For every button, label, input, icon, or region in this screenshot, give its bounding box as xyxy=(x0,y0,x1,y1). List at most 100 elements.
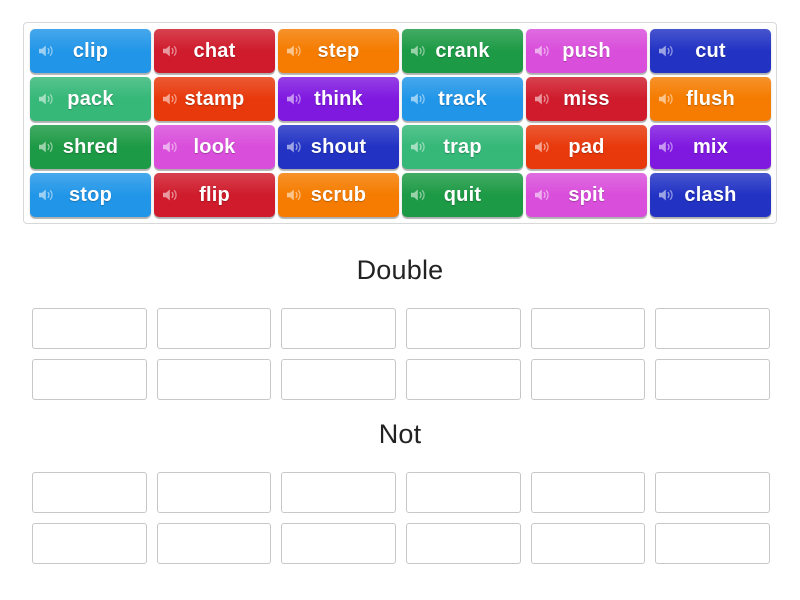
word-tile-label: crank xyxy=(435,40,490,62)
speaker-icon[interactable] xyxy=(534,140,551,155)
group-title-double: Double xyxy=(356,255,444,285)
word-tile[interactable]: pad xyxy=(526,125,647,169)
word-tile[interactable]: pack xyxy=(30,77,151,121)
drop-slot[interactable] xyxy=(530,523,646,564)
drop-slot[interactable] xyxy=(405,308,521,349)
drop-slot-grid-not xyxy=(0,472,800,564)
word-tile[interactable]: miss xyxy=(526,77,647,121)
word-tile-label: trap xyxy=(443,136,482,158)
word-tile[interactable]: stop xyxy=(30,173,151,217)
drop-slot[interactable] xyxy=(156,472,272,513)
speaker-icon[interactable] xyxy=(38,188,55,203)
drop-slot[interactable] xyxy=(281,308,396,349)
speaker-icon[interactable] xyxy=(38,92,55,107)
drop-slot[interactable] xyxy=(530,472,646,513)
word-tile-label: clash xyxy=(684,184,737,206)
drop-group-not: Not xyxy=(0,419,800,564)
speaker-icon[interactable] xyxy=(162,140,179,155)
word-tile-label: spit xyxy=(568,184,605,206)
word-tile-label: miss xyxy=(563,88,610,110)
word-tile[interactable]: scrub xyxy=(278,173,399,217)
speaker-icon[interactable] xyxy=(286,140,303,155)
drop-slot[interactable] xyxy=(281,359,396,400)
speaker-icon[interactable] xyxy=(534,188,551,203)
word-tile[interactable]: trap xyxy=(402,125,523,169)
speaker-icon[interactable] xyxy=(38,140,55,155)
speaker-icon[interactable] xyxy=(534,44,551,59)
drop-slot[interactable] xyxy=(655,523,770,564)
word-tile-label: mix xyxy=(692,136,729,158)
drop-slot[interactable] xyxy=(655,472,770,513)
drop-slot[interactable] xyxy=(530,359,646,400)
word-tile[interactable]: stamp xyxy=(154,77,275,121)
speaker-icon[interactable] xyxy=(286,44,303,59)
word-tile[interactable]: spit xyxy=(526,173,647,217)
word-tile-label: cut xyxy=(695,40,726,62)
speaker-icon[interactable] xyxy=(410,92,427,107)
drop-slot[interactable] xyxy=(281,472,396,513)
drop-slot[interactable] xyxy=(32,308,147,349)
word-tile-label: clip xyxy=(72,40,109,62)
speaker-icon[interactable] xyxy=(410,188,427,203)
speaker-icon[interactable] xyxy=(658,44,675,59)
drop-slot[interactable] xyxy=(281,523,396,564)
drop-slot[interactable] xyxy=(530,308,646,349)
drop-slot[interactable] xyxy=(405,523,521,564)
word-tile[interactable]: push xyxy=(526,29,647,73)
word-tile[interactable]: track xyxy=(402,77,523,121)
word-tile-label: stop xyxy=(68,184,113,206)
word-tile[interactable]: flip xyxy=(154,173,275,217)
word-tile[interactable]: shout xyxy=(278,125,399,169)
word-tile-label: pack xyxy=(67,88,114,110)
drop-slot[interactable] xyxy=(405,359,521,400)
word-tile[interactable]: mix xyxy=(650,125,771,169)
word-tile-label: shout xyxy=(310,136,367,158)
speaker-icon[interactable] xyxy=(534,92,551,107)
drop-slot[interactable] xyxy=(32,472,147,513)
speaker-icon[interactable] xyxy=(162,188,179,203)
speaker-icon[interactable] xyxy=(410,140,427,155)
drop-slot[interactable] xyxy=(32,523,147,564)
drop-slot[interactable] xyxy=(32,359,147,400)
group-title-not: Not xyxy=(378,419,422,449)
drop-slot[interactable] xyxy=(156,523,272,564)
word-tile[interactable]: clash xyxy=(650,173,771,217)
drop-slot[interactable] xyxy=(655,308,770,349)
speaker-icon[interactable] xyxy=(658,140,675,155)
word-tile-label: flip xyxy=(199,184,230,206)
word-tile-label: flush xyxy=(686,88,735,110)
word-tile-label: push xyxy=(562,40,611,62)
speaker-icon[interactable] xyxy=(658,188,675,203)
drop-slot[interactable] xyxy=(405,472,521,513)
word-tile-label: pad xyxy=(568,136,605,158)
word-bank-grid: clip chat step crank push cut pack stamp think tr… xyxy=(30,29,771,217)
speaker-icon[interactable] xyxy=(410,44,427,59)
drop-slot[interactable] xyxy=(655,359,770,400)
word-tile[interactable]: flush xyxy=(650,77,771,121)
word-tile-label: track xyxy=(438,88,487,110)
speaker-icon[interactable] xyxy=(162,44,179,59)
speaker-icon[interactable] xyxy=(38,44,55,59)
word-tile[interactable]: chat xyxy=(154,29,275,73)
drop-group-double: Double xyxy=(0,255,800,400)
word-tile-label: think xyxy=(314,88,363,110)
drop-slot[interactable] xyxy=(156,359,272,400)
word-tile[interactable]: cut xyxy=(650,29,771,73)
word-tile-label: chat xyxy=(193,40,236,62)
word-bank: clip chat step crank push cut pack stamp think tr… xyxy=(23,22,777,224)
speaker-icon[interactable] xyxy=(286,188,303,203)
speaker-icon[interactable] xyxy=(162,92,179,107)
word-tile[interactable]: quit xyxy=(402,173,523,217)
word-tile[interactable]: look xyxy=(154,125,275,169)
word-tile-label: quit xyxy=(443,184,482,206)
word-tile-label: look xyxy=(193,136,236,158)
word-tile[interactable]: clip xyxy=(30,29,151,73)
word-tile[interactable]: think xyxy=(278,77,399,121)
speaker-icon[interactable] xyxy=(286,92,303,107)
word-tile[interactable]: step xyxy=(278,29,399,73)
word-tile[interactable]: crank xyxy=(402,29,523,73)
drop-slot[interactable] xyxy=(156,308,272,349)
word-tile[interactable]: shred xyxy=(30,125,151,169)
speaker-icon[interactable] xyxy=(658,92,675,107)
